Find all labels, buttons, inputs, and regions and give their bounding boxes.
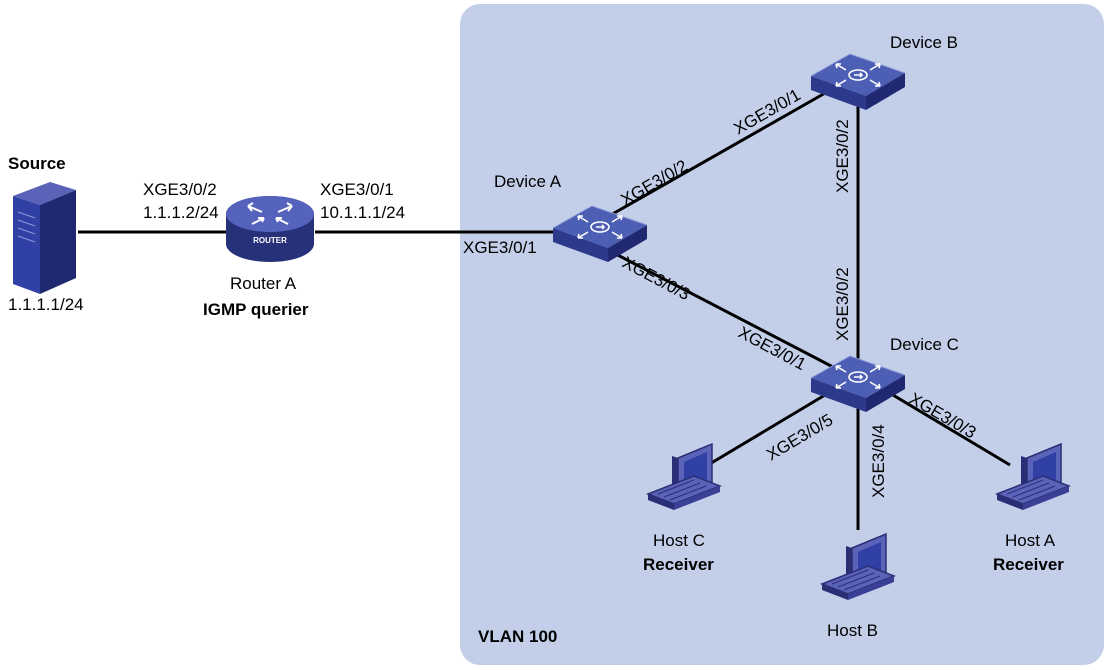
source-title: Source [8, 154, 66, 173]
device-a-name: Device A [494, 172, 562, 191]
host-c-name: Host C [653, 531, 705, 550]
host-a-role: Receiver [993, 555, 1064, 574]
link-device-c-host-c [707, 390, 831, 467]
router-a-role: IGMP querier [203, 300, 309, 319]
router-a-ip-left: 1.1.1.2/24 [143, 203, 219, 222]
device-b-port-device-c: XGE3/0/2 [833, 119, 852, 193]
device-c-port-host-b: XGE3/0/4 [869, 424, 888, 498]
router-a-port-left: XGE3/0/2 [143, 180, 217, 199]
router-a-name: Router A [230, 274, 297, 293]
links [78, 78, 1011, 530]
link-device-a-device-c [607, 248, 859, 382]
link-device-c-host-a [887, 390, 1011, 467]
source-ip: 1.1.1.1/24 [8, 295, 84, 314]
link-device-a-device-b [601, 78, 849, 222]
device-c-port-device-b: XGE3/0/2 [833, 267, 852, 341]
vlan-100-area [460, 4, 1104, 665]
server-icon [13, 182, 76, 294]
router-icon-text: ROUTER [253, 236, 287, 245]
router-icon: ROUTER [226, 196, 314, 262]
host-b-name: Host B [827, 621, 878, 640]
router-a-port-right: XGE3/0/1 [320, 180, 394, 199]
host-a-name: Host A [1005, 531, 1056, 550]
device-a-port-router: XGE3/0/1 [463, 238, 537, 257]
router-a-ip-right: 10.1.1.1/24 [320, 203, 405, 222]
host-c-role: Receiver [643, 555, 714, 574]
vlan-label: VLAN 100 [478, 627, 557, 646]
device-b-name: Device B [890, 33, 958, 52]
device-c-name: Device C [890, 335, 959, 354]
